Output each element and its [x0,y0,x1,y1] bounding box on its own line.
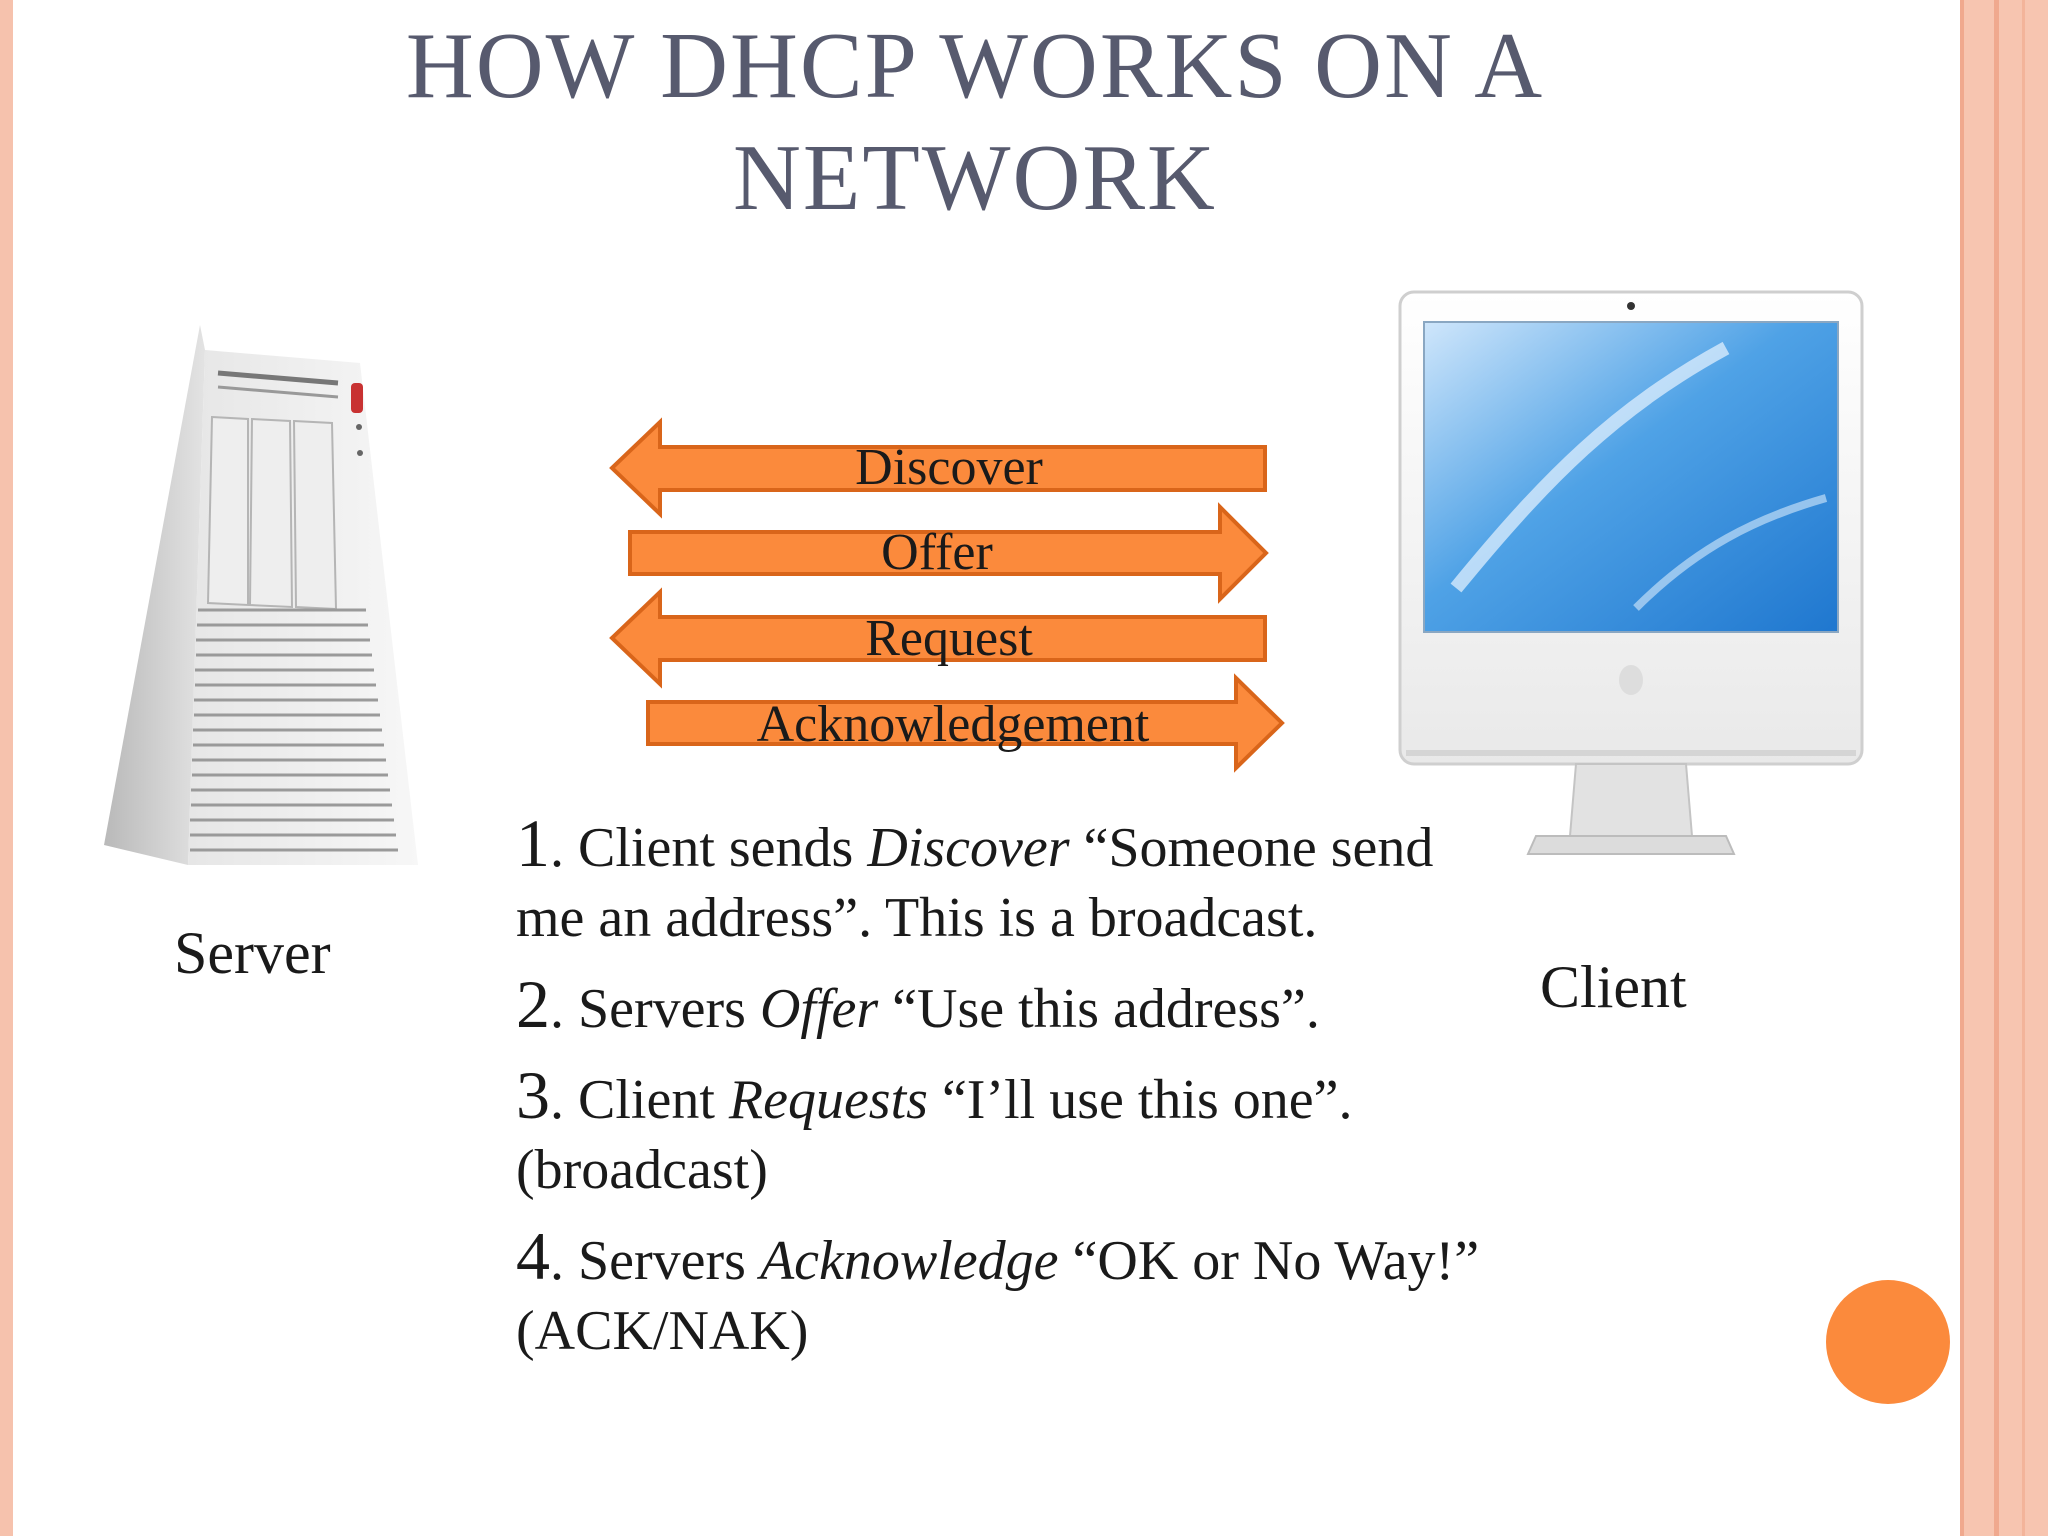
discover-arrow: Discover [609,417,1267,519]
step-3: 3. Client Requests “I’ll use this one”. … [516,1060,1496,1205]
offer-arrow-label: Offer [881,524,993,581]
step-4-intro: . Servers [550,1230,760,1292]
step-1-detail: “Someone send me an address”. This is a … [516,817,1434,949]
offer-arrow: Offer [628,502,1269,604]
step-1-intro: . Client sends [550,817,868,879]
decorative-orange-circle [1826,1280,1950,1404]
server-tower-icon [100,325,430,875]
slide-frame-left [0,0,13,1536]
client-label: Client [1540,954,1687,1020]
server-label: Server [174,920,331,986]
slide-title: HOW DHCP WORKS ON A NETWORK [320,10,1630,234]
step-2-verb: Offer [759,978,879,1040]
step-2-number: 2 [516,966,550,1042]
step-2-intro: . Servers [550,978,760,1040]
step-1: 1. Client sends Discover “Someone send m… [516,808,1496,953]
step-4-verb: Acknowledge [759,1230,1059,1292]
step-3-intro: . Client [550,1069,729,1131]
step-2-detail: “Use this address”. [878,978,1320,1040]
step-3-number: 3 [516,1057,550,1133]
step-2: 2. Servers Offer “Use this address”. [516,969,1496,1044]
desktop-computer-icon [1396,288,1866,863]
slide-title-line-1: HOW DHCP WORKS ON A [405,14,1545,118]
dhcp-steps-list: 1. Client sends Discover “Someone send m… [516,808,1496,1382]
discover-arrow-label: Discover [855,439,1043,496]
step-3-verb: Requests [728,1069,928,1131]
step-3-detail: “I’ll use this one”. (broadcast) [516,1069,1353,1201]
request-arrow: Request [609,587,1267,689]
step-1-number: 1 [516,805,550,881]
slide-frame-right [1960,0,2048,1536]
acknowledgement-arrow: Acknowledgement [646,673,1285,773]
dhcp-message-arrows: Discover Offer Request Acknowledgement [609,417,1285,773]
acknowledgement-arrow-label: Acknowledgement [757,696,1150,753]
step-4-detail: “OK or No Way!” (ACK/NAK) [516,1230,1480,1362]
step-1-verb: Discover [867,817,1070,879]
request-arrow-label: Request [865,610,1033,667]
slide-title-line-2: NETWORK [733,126,1217,230]
step-4: 4. Servers Acknowledge “OK or No Way!” (… [516,1221,1496,1366]
step-4-number: 4 [516,1218,550,1294]
